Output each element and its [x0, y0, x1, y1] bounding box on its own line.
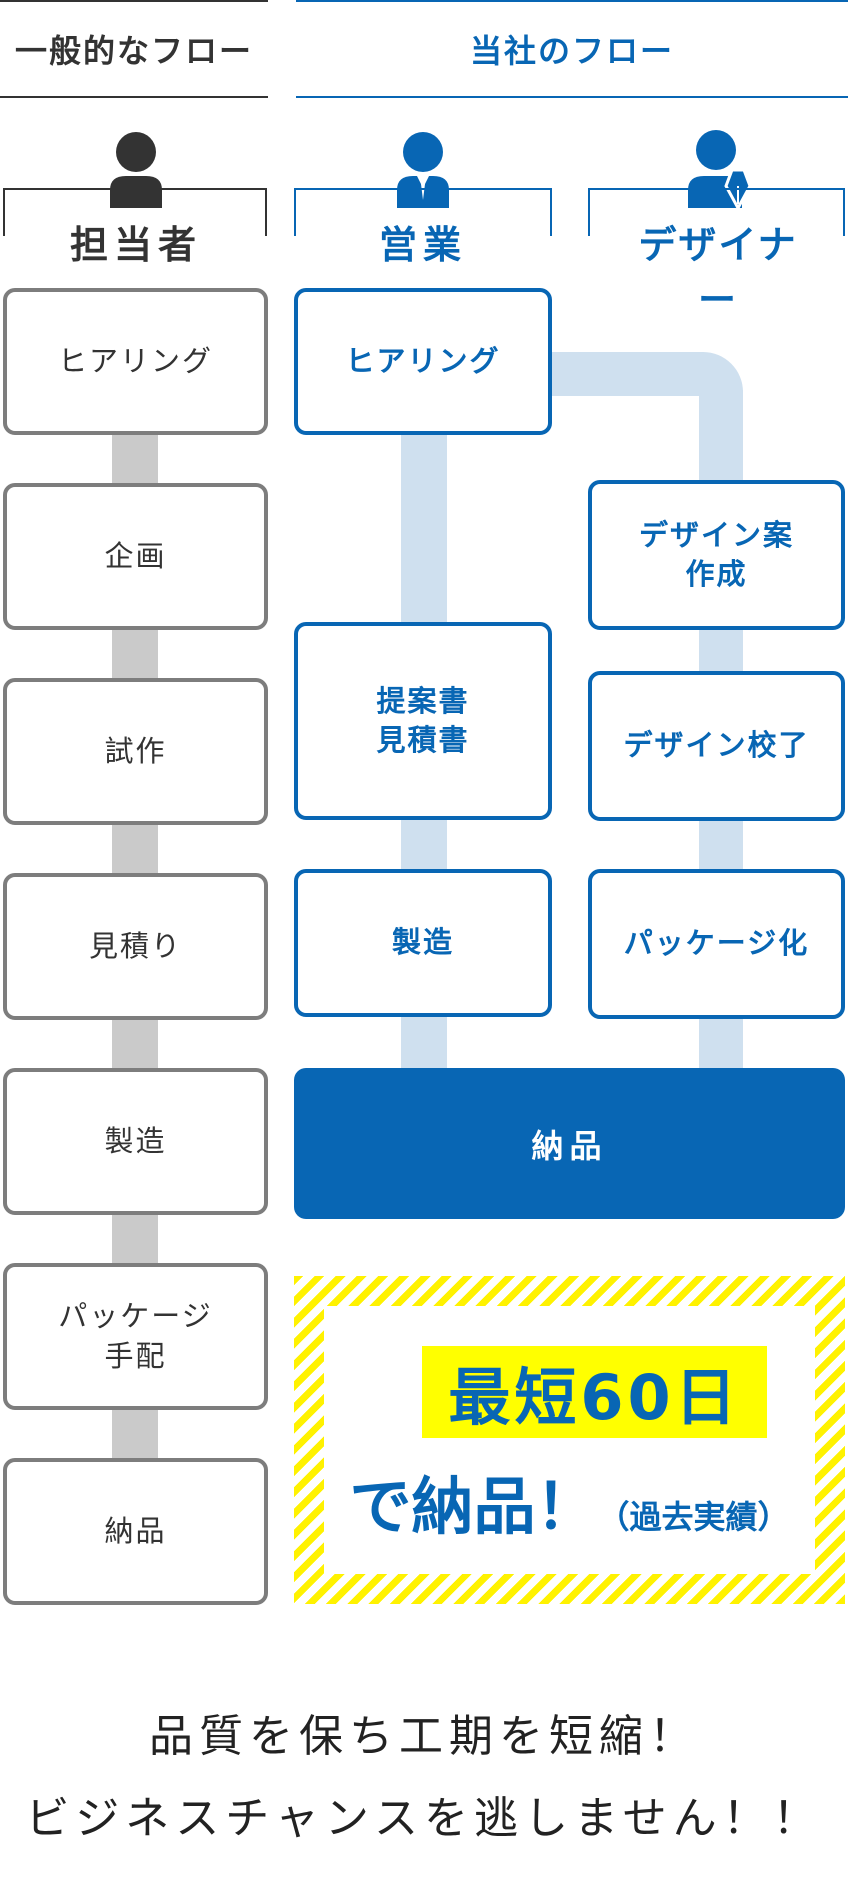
salesperson-icon — [397, 132, 449, 208]
general-step-prototype: 試作 — [3, 678, 268, 825]
role-label-designer: デザイナー — [620, 214, 816, 324]
bottom-message-line1: 品質を保ち工期を短縮！ — [149, 1711, 699, 1762]
role-bracket — [3, 188, 267, 236]
highlight-panel: 最短60日 で納品！（過去実績） — [294, 1276, 845, 1604]
sales-step-hearing: ヒアリング — [294, 288, 552, 435]
highlight-note: （過去実績） — [597, 1498, 790, 1536]
general-step-hearing: ヒアリング — [3, 288, 268, 435]
flow-connector — [112, 435, 158, 485]
role-bracket — [588, 188, 845, 236]
flow-connector — [112, 630, 158, 680]
flow-connector — [112, 1215, 158, 1265]
role-label-general: 担当者 — [56, 214, 216, 269]
our-delivery-step: 納品 — [294, 1068, 845, 1219]
general-step-manufacturing: 製造 — [3, 1068, 268, 1215]
designer-step-draft: デザイン案 作成 — [588, 480, 845, 630]
designer-icon — [688, 130, 752, 208]
general-step-planning: 企画 — [3, 483, 268, 630]
role-bracket — [294, 188, 552, 236]
highlight-delivery-text: で納品！ — [349, 1470, 598, 1543]
flow-connector — [112, 825, 158, 875]
designer-step-package: パッケージ化 — [588, 869, 845, 1019]
person-icon — [110, 132, 162, 208]
general-flow-header: 一般的なフロー — [0, 0, 268, 98]
flow-connector — [112, 1410, 158, 1460]
general-step-delivery: 納品 — [3, 1458, 268, 1605]
flow-connector — [112, 1020, 158, 1070]
sales-step-manufacturing: 製造 — [294, 869, 552, 1017]
bottom-message-line2: ビジネスチャンスを逃しません！！ — [25, 1793, 823, 1844]
general-step-estimate: 見積り — [3, 873, 268, 1020]
highlight-caption: で納品！（過去実績） — [324, 1456, 815, 1546]
highlight-days: 最短60日 — [422, 1346, 767, 1438]
flow-connector — [548, 352, 743, 396]
sales-step-proposal: 提案書 見積書 — [294, 622, 552, 820]
our-flow-header: 当社のフロー — [296, 0, 848, 98]
designer-step-proof: デザイン校了 — [588, 671, 845, 821]
role-label-sales: 営業 — [368, 214, 478, 269]
general-step-packaging: パッケージ 手配 — [3, 1263, 268, 1410]
